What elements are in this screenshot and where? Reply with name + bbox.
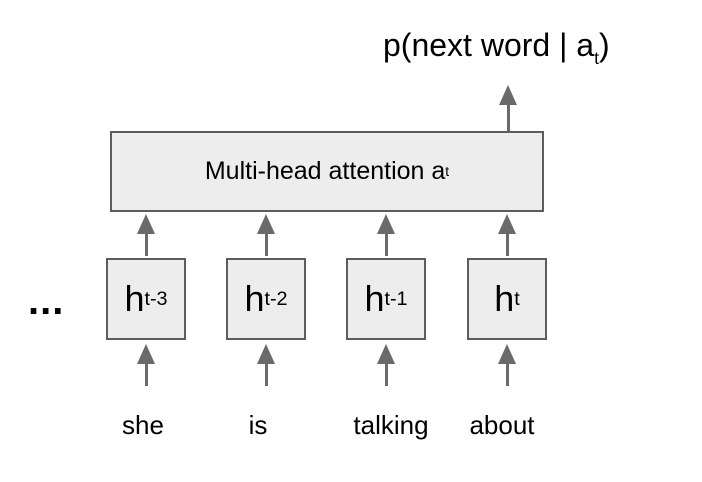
input-word-is: is	[248, 410, 268, 440]
input-word-she: she	[122, 410, 164, 440]
output-probability-subscript: t	[594, 47, 599, 68]
arrow-head-icon	[377, 214, 395, 234]
arrow-shaft	[506, 105, 510, 131]
arrow-input-she-to-h-t-3-icon	[137, 344, 155, 386]
arrow-input-talking-to-h-t-1-icon	[377, 344, 395, 386]
arrow-head-icon	[257, 344, 275, 364]
arrow-h-t-to-attention-icon	[498, 214, 516, 256]
arrow-h-t-2-to-attention-icon	[257, 214, 275, 256]
arrow-head-icon	[499, 85, 517, 105]
attention-box-subscript: t	[445, 164, 450, 179]
hidden-state-label: h	[494, 278, 515, 319]
arrow-input-about-to-h-t-icon	[498, 344, 516, 386]
arrow-head-icon	[257, 214, 275, 234]
arrow-shaft	[384, 234, 388, 256]
hidden-state-subscript: t-3	[144, 287, 168, 310]
hidden-state-subscript: t-2	[264, 287, 288, 310]
input-word-about: about	[469, 410, 535, 440]
arrow-shaft	[264, 364, 268, 386]
hidden-state-label: h	[364, 278, 385, 319]
arrow-head-icon	[137, 344, 155, 364]
arrow-input-is-to-h-t-2-icon	[257, 344, 275, 386]
output-probability-prefix: p(next word | a	[383, 27, 595, 63]
arrow-attention-to-output-icon	[499, 85, 517, 131]
arrow-shaft	[144, 364, 148, 386]
hidden-state-subscript: t-1	[384, 287, 408, 310]
attention-box-label: Multi-head attention a	[204, 157, 446, 185]
arrow-shaft	[505, 234, 509, 256]
arrow-shaft	[384, 364, 388, 386]
input-word-talking: talking	[353, 410, 429, 440]
arrow-head-icon	[498, 344, 516, 364]
ellipsis-label: ...	[28, 279, 65, 323]
arrow-h-t-1-to-attention-icon	[377, 214, 395, 256]
arrow-h-t-3-to-attention-icon	[137, 214, 155, 256]
arrow-head-icon	[377, 344, 395, 364]
arrow-head-icon	[498, 214, 516, 234]
hidden-state-subscript: t	[514, 287, 520, 310]
output-probability-suffix: )	[598, 27, 610, 63]
arrow-shaft	[144, 234, 148, 256]
arrow-shaft	[505, 364, 509, 386]
hidden-state-label: h	[244, 278, 265, 319]
hidden-state-label: h	[124, 278, 145, 319]
arrow-shaft	[264, 234, 268, 256]
arrow-head-icon	[137, 214, 155, 234]
output-probability-label: p(next word | at)	[383, 27, 610, 69]
